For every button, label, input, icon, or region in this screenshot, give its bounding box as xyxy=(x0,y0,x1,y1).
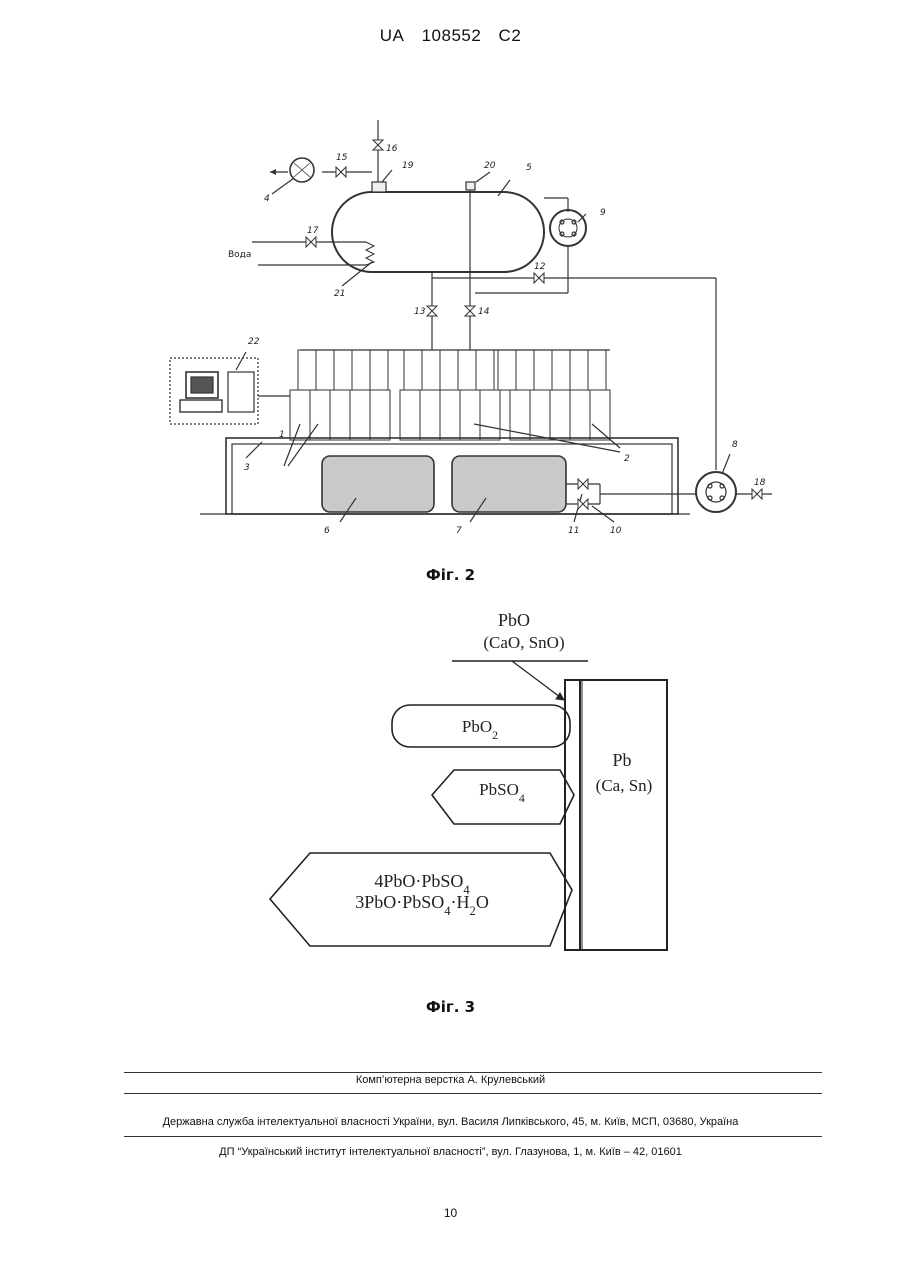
valve-10 xyxy=(578,499,588,509)
callout-2: 2 xyxy=(624,454,630,464)
valve-14 xyxy=(465,306,475,316)
footer-layout-credit: Комп’ютерна верстка А. Крулевський xyxy=(0,1074,901,1086)
footer-rule-1 xyxy=(124,1072,822,1073)
callout-5: 5 xyxy=(526,163,532,173)
pb-alloy-label: (Ca, Sn) xyxy=(596,776,653,795)
footer-rule-3 xyxy=(124,1136,822,1137)
outlet-arrow-icon xyxy=(270,169,276,175)
pbso4-label: PbSO4 xyxy=(479,780,525,805)
callout-18: 18 xyxy=(754,478,766,488)
pbo-dopants-label: (CaO, SnO) xyxy=(483,633,564,652)
callout-20: 20 xyxy=(484,161,496,171)
tribasic-sulfate-label: 3PbO·PbSO4·H2O xyxy=(355,892,489,918)
arrow-head-icon xyxy=(556,693,564,700)
callout-15: 15 xyxy=(336,153,348,163)
fig2-drawing xyxy=(170,120,772,522)
fig2-caption: Фіг. 2 xyxy=(0,566,901,584)
valve-15 xyxy=(336,167,346,177)
callout-8: 8 xyxy=(732,440,738,450)
callout-4: 4 xyxy=(264,194,270,204)
callout-12: 12 xyxy=(534,262,546,272)
callout-7: 7 xyxy=(456,526,462,536)
pump-9 xyxy=(550,210,586,246)
pbo-label: PbO xyxy=(498,610,530,630)
tank-7 xyxy=(452,456,566,512)
callout-16: 16 xyxy=(386,144,398,154)
callout-22: 22 xyxy=(248,337,260,347)
valve-17 xyxy=(306,237,316,247)
callout-14: 14 xyxy=(478,307,490,317)
footer-rule-2 xyxy=(124,1093,822,1094)
footer-service: Державна служба інтелектуальної власност… xyxy=(0,1116,901,1128)
footer-institute: ДП “Український інститут інтелектуальної… xyxy=(0,1146,901,1158)
callout-21: 21 xyxy=(334,289,345,299)
pb-label: Pb xyxy=(612,750,631,770)
valve-18 xyxy=(752,489,762,499)
pbo2-label: PbO2 xyxy=(462,717,498,742)
control-computer-22 xyxy=(170,358,258,424)
callout-6: 6 xyxy=(324,526,330,536)
valve-12 xyxy=(534,273,544,283)
tank-5 xyxy=(332,192,544,272)
callout-3: 3 xyxy=(244,463,250,473)
pump-8 xyxy=(696,472,736,512)
callout-17: 17 xyxy=(307,226,319,236)
fig3-caption: Фіг. 3 xyxy=(0,998,901,1016)
fig2-valves xyxy=(306,140,762,509)
valve-11 xyxy=(578,479,588,489)
valve-13 xyxy=(427,306,437,316)
callout-19: 19 xyxy=(402,161,414,171)
page-number: 10 xyxy=(0,1206,901,1220)
battery-modules xyxy=(290,350,610,440)
water-inlet-label: Вода xyxy=(228,250,251,260)
callout-10: 10 xyxy=(610,526,622,536)
callout-13: 13 xyxy=(414,307,426,317)
callout-9: 9 xyxy=(600,208,606,218)
callout-11: 11 xyxy=(568,526,579,536)
callout-1: 1 xyxy=(279,430,285,440)
fig3-labels: PbO (CaO, SnO) PbO2 PbSO4 4PbO·PbSO4 3Pb… xyxy=(355,610,652,918)
valve-16 xyxy=(373,140,383,150)
tank-6 xyxy=(322,456,434,512)
